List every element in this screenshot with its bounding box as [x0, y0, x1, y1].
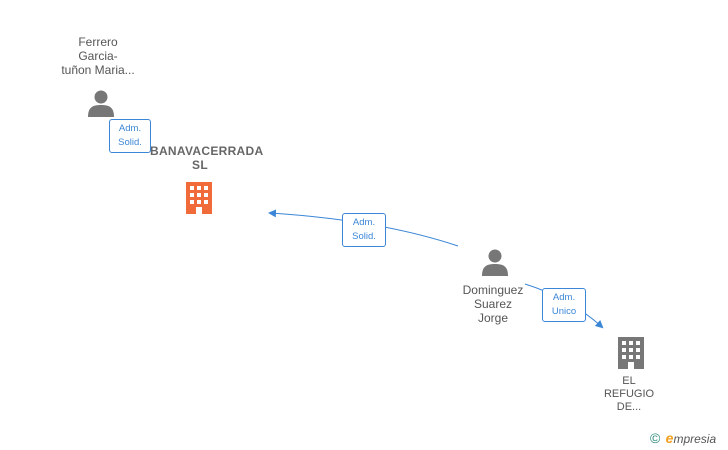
company-name-line: EL	[622, 375, 636, 387]
building-icon[interactable]	[616, 336, 646, 370]
edge-label-ferrero-company[interactable]: Adm. Solid.	[109, 119, 151, 153]
edge-label-line: Adm.	[352, 217, 376, 228]
edge-label-line: Adm.	[118, 123, 142, 134]
copyright-icon: ©	[650, 430, 661, 446]
company-refugio-name[interactable]: EL REFUGIO DE...	[589, 375, 669, 414]
company-name-line: SL	[192, 158, 208, 172]
name-line: Ferrero	[78, 35, 118, 49]
edge-label-line: Unico	[551, 306, 577, 317]
company-name-line: DE...	[616, 401, 642, 413]
person-icon[interactable]	[480, 247, 510, 277]
company-name-line: REFUGIO	[603, 388, 655, 400]
name-line: Jorge	[477, 311, 509, 325]
company-navacerrada-name[interactable]: BANAVACERRADA SL	[118, 144, 282, 172]
name-line: Dominguez	[462, 283, 524, 297]
person-dominguez-name[interactable]: Dominguez Suarez Jorge	[443, 283, 543, 325]
person-icon[interactable]	[86, 88, 116, 118]
brand-name: mpresia	[673, 432, 717, 446]
empresia-watermark: © empresia	[650, 430, 716, 446]
company-name-line: BANAVACERRADA	[150, 144, 264, 158]
edge-label-dominguez-refugio[interactable]: Adm. Unico	[542, 288, 586, 322]
empresia-logo-icon: e	[665, 430, 674, 446]
edge-label-line: Adm.	[552, 292, 576, 303]
name-line: Suarez	[473, 297, 513, 311]
edge-label-dominguez-navacerrada[interactable]: Adm. Solid.	[342, 213, 386, 247]
name-line: tuñon Maria...	[61, 63, 135, 77]
building-icon[interactable]	[183, 181, 215, 215]
edge-label-line: Solid.	[352, 231, 376, 242]
name-line: Garcia-	[78, 49, 118, 63]
person-ferrero-name[interactable]: Ferrero Garcia- tuñon Maria...	[48, 35, 148, 77]
edge-label-line: Solid.	[118, 137, 142, 148]
